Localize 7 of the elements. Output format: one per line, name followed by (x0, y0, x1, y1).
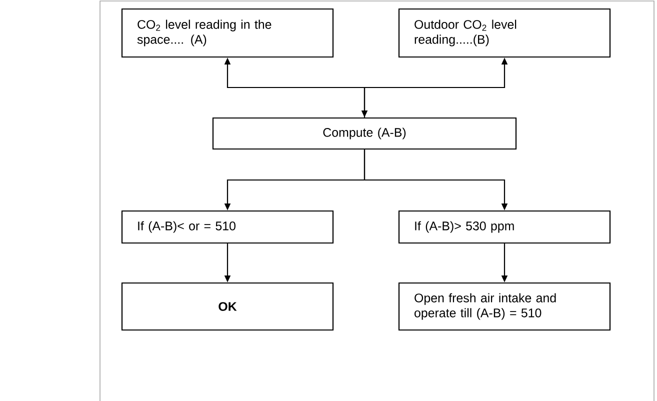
process-box: If (A-B)> 530 ppm (398, 210, 611, 244)
process-box: CO$_{2}$ level reading in the space.... (A) (121, 8, 334, 58)
result-box: OK (121, 282, 334, 331)
process-box: If (A-B)< or = 510 (121, 210, 334, 244)
process-box: Outdoor CO$_{2}$ level reading.....(B) (398, 8, 611, 58)
process-box: Open fresh air intake and operate till (A-B) = 510 (398, 282, 611, 331)
process-box: Compute (A-B) (212, 117, 517, 150)
